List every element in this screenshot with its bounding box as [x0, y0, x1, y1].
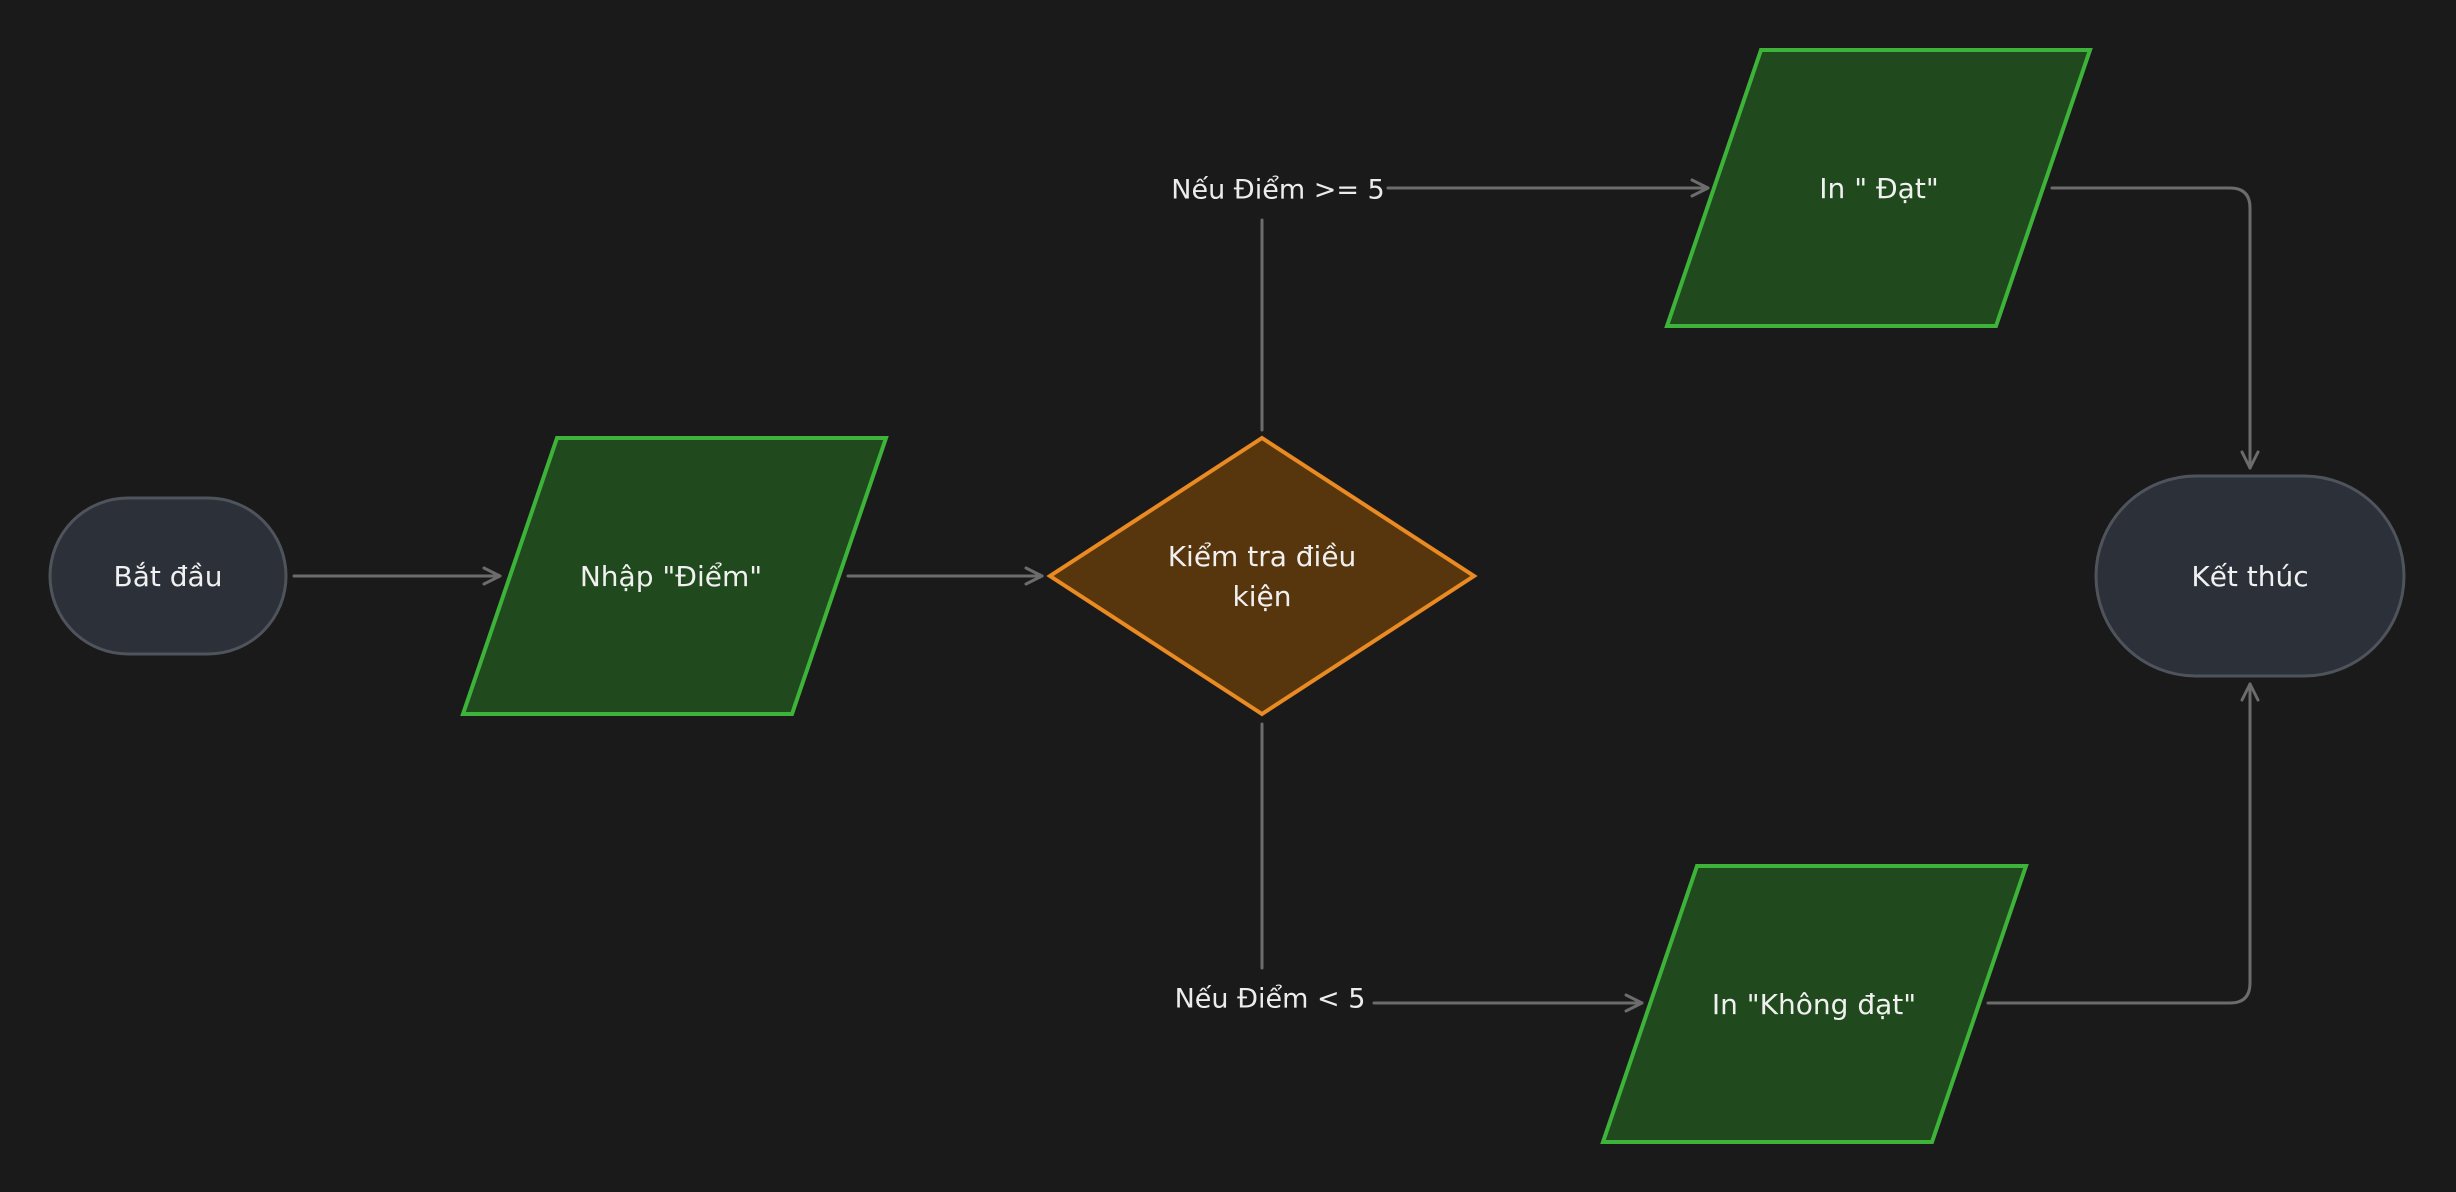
decision-node[interactable]: Kiểm tra điều kiện [1046, 435, 1478, 717]
input-node[interactable]: Nhập "Điểm" [460, 436, 889, 716]
edges [292, 178, 2260, 1013]
fail-output-label: In "Không đạt" [1712, 988, 1916, 1021]
decision-label-line2: kiện [1233, 580, 1292, 613]
pass-condition-label: Nếu Điểm >= 5 [1171, 175, 1384, 206]
input-parallelogram-shape [460, 436, 889, 716]
pass-output-node[interactable]: In " Đạt" [1664, 48, 2093, 328]
end-label: Kết thúc [2191, 560, 2308, 593]
start-node[interactable]: Bắt đầu [48, 496, 288, 656]
fail-parallelogram-shape [1600, 864, 2029, 1144]
start-label: Bắt đầu [114, 560, 223, 593]
pass-output-label: In " Đạt" [1819, 172, 1938, 205]
start-terminal-shape [48, 496, 288, 656]
input-label: Nhập "Điểm" [580, 560, 762, 593]
pass-parallelogram-shape [1664, 48, 2093, 328]
edge-fail-to-end [1986, 682, 2260, 1005]
end-node[interactable]: Kết thúc [2094, 474, 2406, 678]
end-terminal-shape [2094, 474, 2406, 678]
edge-pass-to-end [2050, 186, 2260, 470]
decision-label-line1: Kiểm tra điều [1168, 540, 1357, 573]
fail-output-node[interactable]: In "Không đạt" [1600, 864, 2029, 1144]
fail-condition-label: Nếu Điểm < 5 [1175, 984, 1366, 1015]
decision-diamond-shape [1046, 435, 1478, 717]
